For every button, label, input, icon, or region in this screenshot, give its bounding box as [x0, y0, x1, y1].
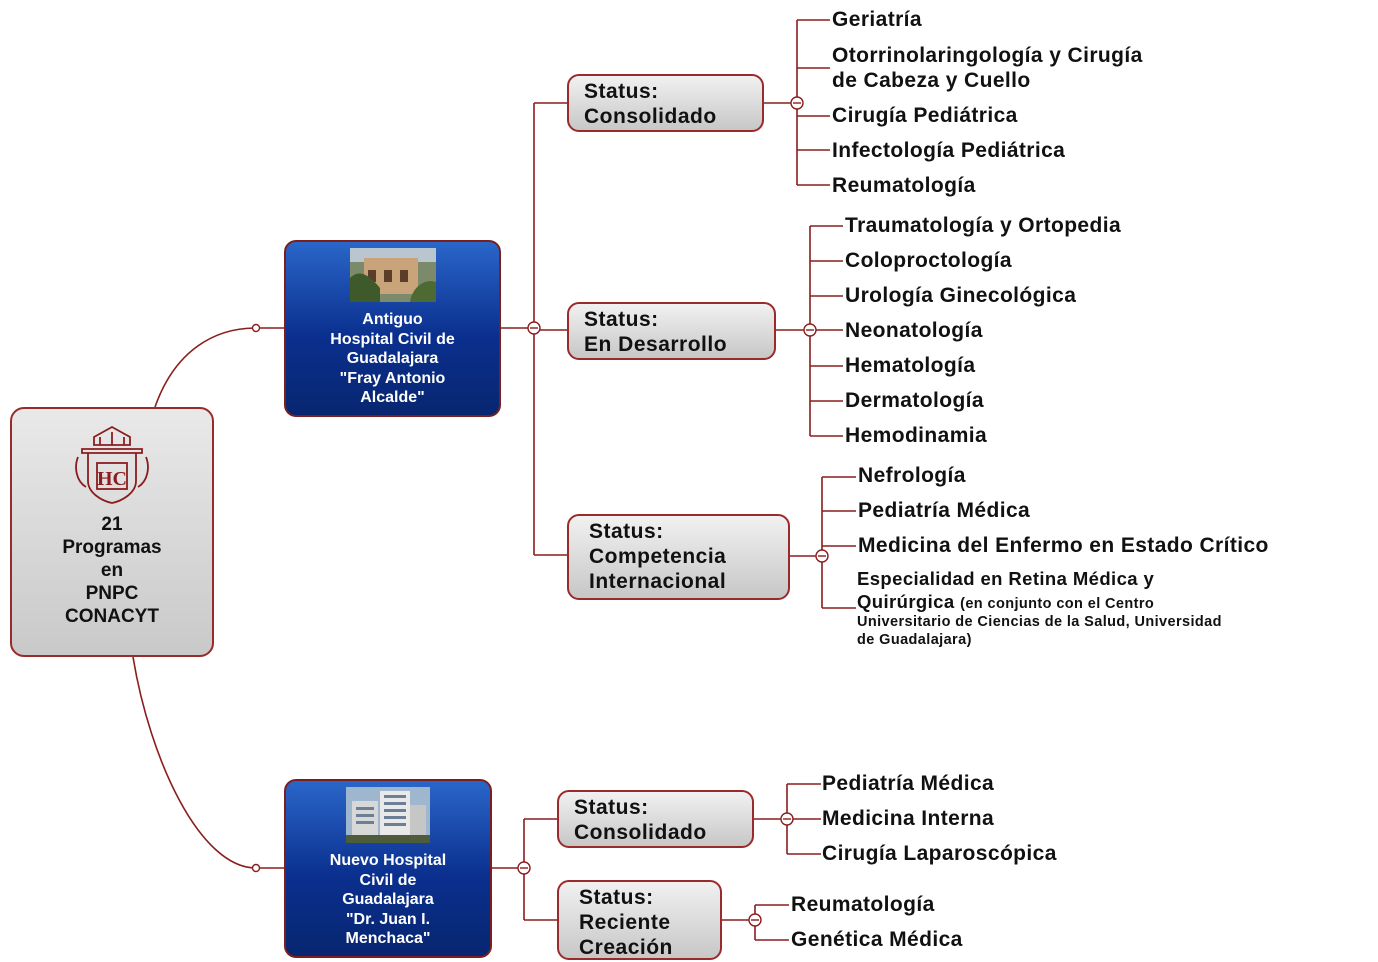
status-label: Status: [574, 796, 649, 819]
status-consolidado-antiguo[interactable]: Status: Consolidado [567, 74, 764, 132]
status-en-desarrollo[interactable]: Status: En Desarrollo [567, 302, 776, 360]
retina-note-3: de Guadalajara) [857, 632, 972, 648]
hospital-antiguo-node[interactable]: Antiguo Hospital Civil de Guadalajara "F… [284, 240, 501, 417]
program-item[interactable]: Medicina Interna [822, 807, 995, 830]
root-line-3: en [100, 560, 124, 581]
program-item[interactable]: Otorrinolaringología y Cirugía de Cabeza… [832, 43, 1143, 93]
program-item[interactable]: Medicina del Enfermo en Estado Crítico [858, 534, 1269, 557]
program-item[interactable]: Traumatología y Ortopedia [845, 214, 1122, 237]
program-item[interactable]: Hematología [845, 354, 976, 377]
hospital-nuevo-line-3: Guadalajara [342, 891, 434, 908]
connector-root-antiguo [154, 327, 285, 408]
program-item[interactable]: Geriatría [832, 8, 922, 31]
status-value: Consolidado [584, 105, 717, 128]
program-item[interactable]: Reumatología [832, 174, 976, 197]
status-competencia-internacional[interactable]: Status: Competencia Internacional [567, 514, 790, 600]
junction-dot [251, 323, 261, 333]
program-item[interactable]: Infectología Pediátrica [832, 139, 1066, 162]
status-value: Consolidado [574, 821, 707, 844]
retina-line-2: Quirúrgica (en conjunto con el Centro [857, 590, 1222, 613]
status-reciente-creacion[interactable]: Status: Reciente Creación [557, 880, 722, 960]
hospital-nuevo-photo [346, 787, 430, 843]
program-line-1: Otorrinolaringología y Cirugía [832, 44, 1143, 67]
status-label: Status: [579, 886, 654, 909]
program-item[interactable]: Nefrología [858, 464, 966, 487]
root-line-2: Programas [62, 537, 162, 558]
root-line-5: CONACYT [65, 606, 159, 627]
program-item[interactable]: Cirugía Laparoscópica [822, 842, 1057, 865]
status-value: En Desarrollo [584, 333, 728, 356]
retina-line-1: Especialidad en Retina Médica y [857, 568, 1155, 589]
retina-title: Quirúrgica [857, 591, 955, 612]
status-label: Status: [589, 520, 664, 543]
program-item[interactable]: Coloproctología [845, 249, 1012, 272]
retina-note-2: Universitario de Ciencias de la Salud, U… [857, 614, 1222, 630]
program-item[interactable]: Urología Ginecológica [845, 284, 1077, 307]
hospital-antiguo-line-2: Hospital Civil de [330, 330, 455, 348]
program-item[interactable]: Pediatría Médica [858, 499, 1031, 522]
hospital-nuevo-line-2: Civil de [359, 871, 417, 889]
status-label: Status: [584, 308, 659, 331]
program-item[interactable]: Hemodinamia [845, 424, 988, 447]
status-consolidado-nuevo[interactable]: Status: Consolidado [557, 790, 754, 848]
status-label: Status: [584, 80, 659, 103]
hospital-nuevo-line-4: "Dr. Juan I. [345, 910, 431, 928]
program-item[interactable]: Cirugía Pediátrica [832, 104, 1018, 127]
root-node[interactable]: HC 21 Programas en PNPC CONACYT [10, 407, 214, 657]
junction-dot [251, 863, 261, 873]
program-item[interactable]: Pediatría Médica [822, 772, 995, 795]
status-value-line-1: Reciente [579, 911, 671, 934]
svg-text:HC: HC [97, 468, 127, 490]
hospital-antiguo-line-4: "Fray Antonio [339, 369, 446, 387]
hospital-antiguo-photo [349, 248, 436, 302]
status-value-line-1: Competencia [589, 545, 727, 568]
program-item[interactable]: Genética Médica [791, 928, 963, 951]
root-line-4: PNPC [85, 583, 139, 604]
program-item-retina[interactable]: Especialidad en Retina Médica y Quirúrgi… [857, 567, 1222, 649]
university-crest-icon: HC [75, 425, 149, 504]
hospital-nuevo-node[interactable]: Nuevo Hospital Civil de Guadalajara "Dr.… [284, 779, 492, 958]
hospital-antiguo-line-1: Antiguo [362, 311, 423, 328]
connector-root-nuevo [132, 656, 285, 869]
program-item[interactable]: Dermatología [845, 389, 984, 412]
hospital-nuevo-line-1: Nuevo Hospital [329, 852, 447, 869]
root-line-1: 21 [101, 514, 123, 535]
hospital-antiguo-line-3: Guadalajara [346, 350, 439, 367]
retina-note-1: (en conjunto con el Centro [960, 596, 1155, 612]
program-item[interactable]: Reumatología [791, 893, 935, 916]
hospital-antiguo-line-5: Alcalde" [360, 389, 425, 406]
program-line-2: de Cabeza y Cuello [832, 69, 1031, 92]
status-value-line-2: Creación [579, 936, 673, 959]
hospital-nuevo-line-5: Menchaca" [345, 930, 431, 947]
connector-competencia-leaves [790, 476, 856, 609]
program-item[interactable]: Neonatología [845, 319, 983, 342]
status-value-line-2: Internacional [589, 570, 727, 593]
